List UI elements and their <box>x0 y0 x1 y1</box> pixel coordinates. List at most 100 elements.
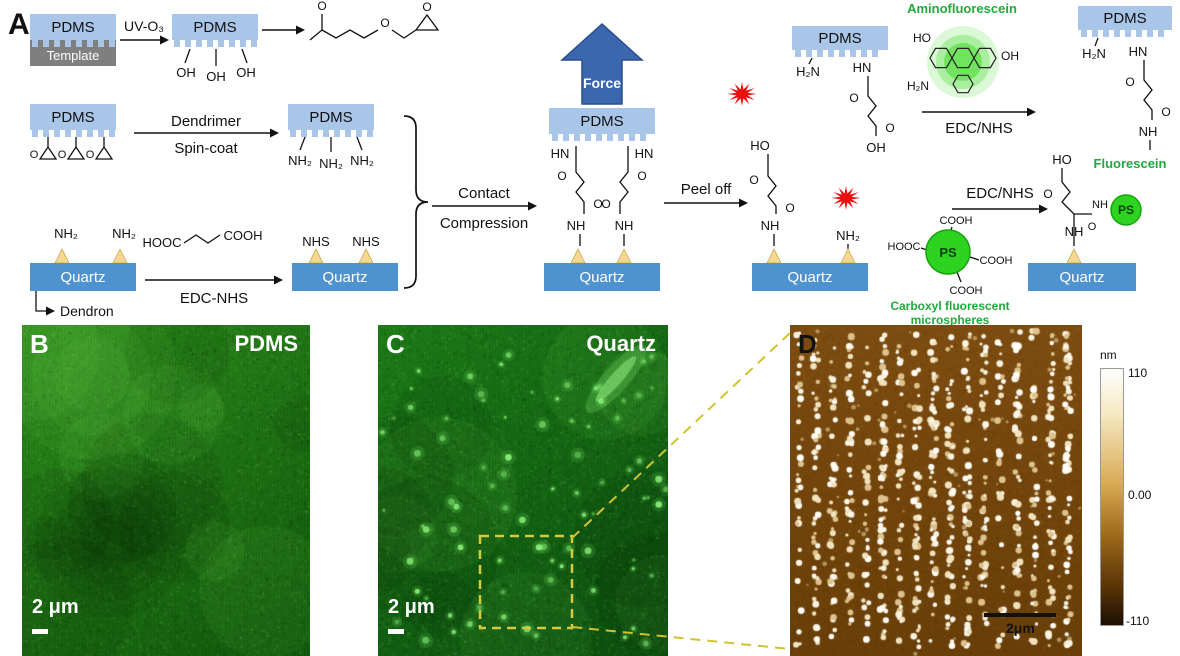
nh2-label: NH₂ <box>836 228 860 243</box>
o-label: O <box>849 91 858 105</box>
scalebar-label: 2 μm <box>32 596 79 618</box>
uv-o3-label: UV-O₃ <box>124 18 164 34</box>
quartz-block <box>544 263 660 291</box>
schematic-panel-a: A PDMS Template UV-O₃ PDMS OH OH OH O O … <box>8 0 1172 327</box>
pdms-teeth <box>290 130 373 137</box>
o-label: O <box>1161 105 1170 119</box>
bond <box>356 136 363 151</box>
quartz-label: Quartz <box>579 269 624 286</box>
peel-off-label: Peel off <box>681 181 732 198</box>
peeled-pdms-structure: PDMS H₂N HN O O OH <box>792 26 895 155</box>
dendron-triangle <box>358 248 374 264</box>
pdms-block <box>288 104 374 130</box>
nhs-label: NHS <box>352 234 380 249</box>
dendron-triangle <box>616 248 632 264</box>
aminofluorescein-label: Aminofluorescein <box>907 1 1017 16</box>
ho-label: HO <box>1052 152 1072 167</box>
colorbar-min: -110 <box>1126 614 1150 628</box>
pdms-label: PDMS <box>1103 10 1146 27</box>
dendrimer-label: Dendrimer <box>171 113 241 130</box>
quartz-label: Quartz <box>1059 269 1104 286</box>
arrowhead <box>46 306 55 316</box>
quartz-block <box>752 263 868 291</box>
dendron-triangle <box>1066 248 1082 264</box>
bond <box>299 136 306 151</box>
edc-nhs-label: EDC-NHS <box>180 290 248 307</box>
bond <box>808 57 813 65</box>
pdms-label: PDMS <box>51 19 94 36</box>
combining-bracket <box>403 115 429 289</box>
panel-d-label: D <box>798 329 817 359</box>
microspheres-caption-1: Carboxyl fluorescent <box>890 299 1009 313</box>
ps-microsphere <box>1110 194 1142 226</box>
nh2-label: NH₂ <box>112 226 136 241</box>
bond <box>184 48 191 64</box>
aminofluorescein-structure: Aminofluorescein HO OH H₂N <box>907 1 1019 98</box>
ring <box>951 47 975 69</box>
ring <box>973 47 997 69</box>
force-label: Force <box>583 75 621 91</box>
dendron-pointer <box>35 291 46 312</box>
h2n-label: H₂N <box>907 79 929 93</box>
micrograph-quartz: C Quartz 2 μm <box>378 325 668 656</box>
o-label: O <box>557 169 566 183</box>
quartz-block <box>1028 263 1136 291</box>
nh2-label: NH₂ <box>350 153 374 168</box>
pdms-teeth <box>32 40 115 47</box>
pdms-label: PDMS <box>51 109 94 126</box>
arrowhead <box>270 128 279 138</box>
nh-label: NH <box>567 218 586 233</box>
o-label: O <box>58 149 67 161</box>
nh-label: NH <box>1065 224 1084 239</box>
panel-b-label: B <box>30 329 49 359</box>
assembled-structure: Force PDMS HN O O NH HN O O NH Quartz <box>544 22 660 291</box>
step-template-molding: PDMS Template UV-O₃ PDMS OH OH OH O O O <box>30 0 440 84</box>
quartz-label: Quartz <box>60 269 105 286</box>
nh2-label: NH₂ <box>288 153 312 168</box>
colorbar <box>1100 368 1124 626</box>
pdms-block <box>1078 6 1172 30</box>
spin-coat-label: Spin-coat <box>174 140 238 157</box>
panel-b-title: PDMS <box>234 331 298 356</box>
ho-label: HO <box>913 31 931 45</box>
contact-label: Contact <box>458 185 511 202</box>
oh-label: OH <box>866 140 886 155</box>
reactive-burst <box>831 186 861 210</box>
step-dendrimer-spincoat: PDMS O O O Dendrimer Spin-coat PDMS NH₂ … <box>30 104 374 171</box>
nh-label: NH <box>1092 199 1108 211</box>
epoxysilane-structure: O O O <box>309 0 440 41</box>
colorbar-unit: nm <box>1100 348 1117 362</box>
hn-label: HN <box>853 60 872 75</box>
glow <box>944 43 982 81</box>
hn-label: HN <box>551 146 570 161</box>
oh-label: OH <box>1001 49 1019 63</box>
colorbar-mid: 0.00 <box>1128 488 1152 502</box>
quartz-label: Quartz <box>787 269 832 286</box>
scalebar <box>388 629 404 634</box>
arrowhead <box>528 201 537 211</box>
ps-quartz-product: HO O NH O NH PS Quartz <box>1028 152 1142 291</box>
pdms-block <box>172 14 258 40</box>
pdms-teeth <box>552 134 646 141</box>
pdms-block <box>549 108 655 134</box>
o-label: O <box>86 149 95 161</box>
h2n-label: H₂N <box>796 64 820 79</box>
o-label: O <box>422 0 431 14</box>
ring <box>952 74 974 94</box>
dendron-triangle <box>840 248 856 264</box>
fluorescence-image-pdms <box>22 325 310 656</box>
o-label: O <box>885 121 894 135</box>
cooh-label: COOH <box>950 285 983 297</box>
pdms-teeth <box>32 130 115 137</box>
carboxyl-microsphere-structure: COOH HOOC COOH COOH PS Carboxyl fluoresc… <box>888 215 1013 327</box>
panel-c-title: Quartz <box>586 331 656 356</box>
nh-label: NH <box>615 218 634 233</box>
arrowhead <box>160 35 169 45</box>
edc-nhs-slash-label: EDC/NHS <box>945 120 1013 137</box>
o-label: O <box>1088 221 1097 233</box>
succinic-acid-structure: HOOC COOH <box>143 228 263 250</box>
quartz-label: Quartz <box>322 269 367 286</box>
template-label: Template <box>47 48 100 63</box>
amide-chain: HN O O NH <box>551 146 603 264</box>
